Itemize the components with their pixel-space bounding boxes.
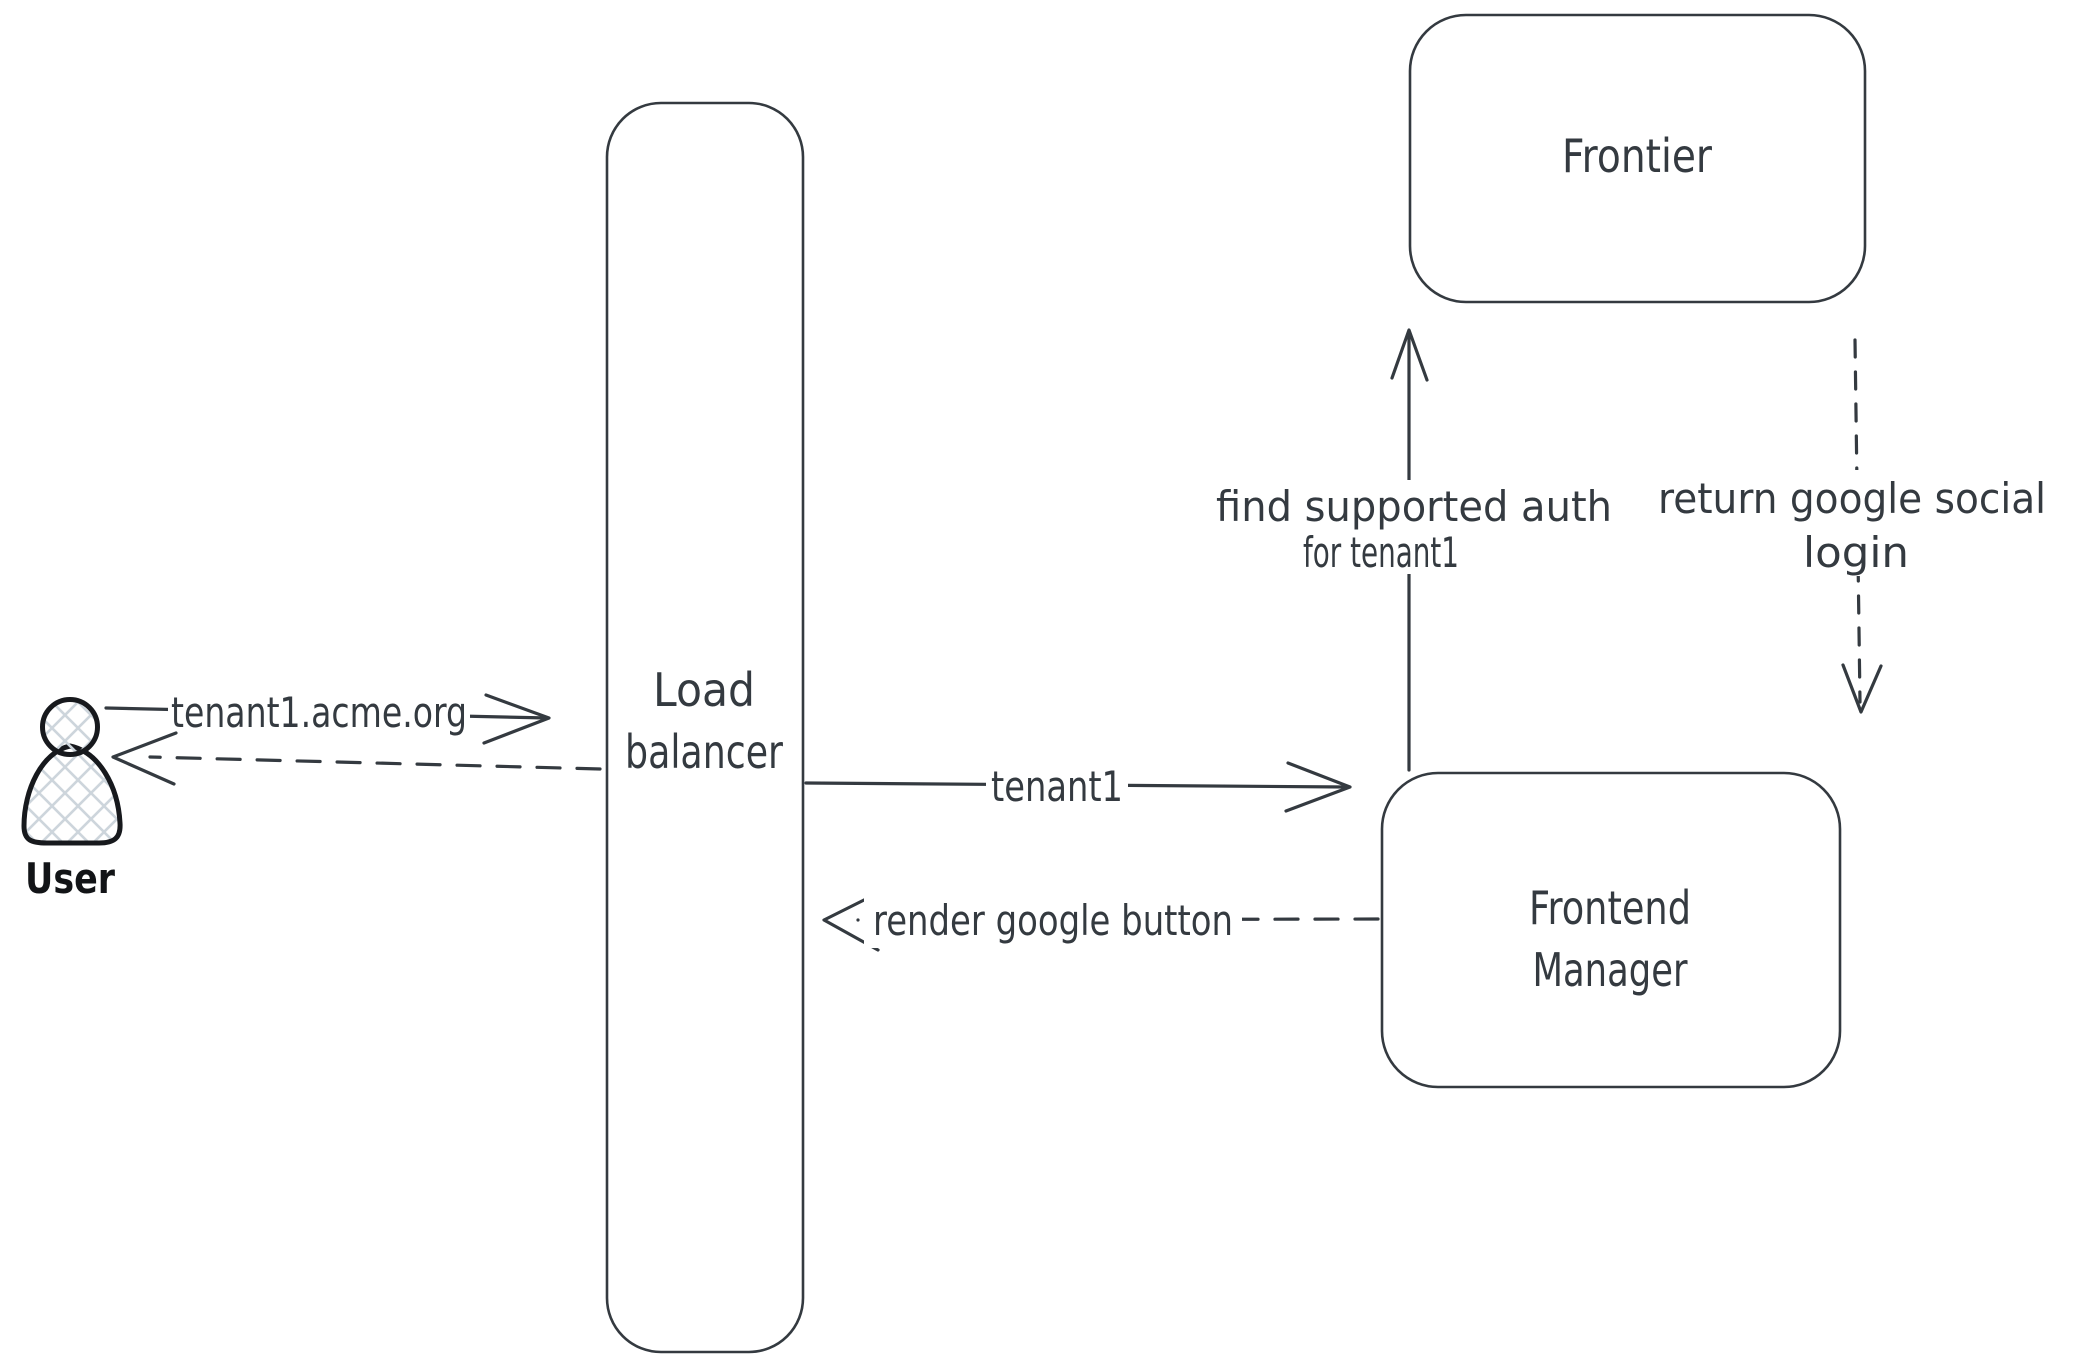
edge-line: [148, 755, 602, 771]
frontier-node: Frontier: [1408, 13, 1867, 304]
arrowhead-up-icon: [1390, 328, 1429, 382]
user-head-icon: [40, 697, 100, 757]
user-node: User: [21, 697, 123, 903]
user-body-icon: [21, 743, 123, 846]
edge-label-bg: [986, 757, 1128, 811]
edge-frontend-manager-to-frontier: find supported auth for tenant1: [1208, 328, 1618, 772]
edge-user-to-load-balancer: tenant1.acme.org: [104, 680, 551, 745]
arrowhead-left-icon: [111, 731, 178, 786]
edge-line: [1853, 338, 1862, 704]
arrowhead-right-icon: [1284, 761, 1352, 813]
edge-label-login: login: [1803, 528, 1909, 577]
edge-label-bg: [1652, 470, 2054, 524]
load-balancer-node: Load balancer: [605, 101, 805, 1354]
frontier-label: Frontier: [1562, 129, 1712, 183]
arrowhead-down-icon: [1841, 663, 1883, 714]
edge-load-balancer-to-user: [111, 731, 602, 786]
arrowhead-left-icon: [822, 890, 882, 952]
edge-load-balancer-to-frontend-manager: tenant1: [804, 757, 1352, 813]
edge-label-bg: [168, 680, 470, 736]
load-balancer-label-line1: Load: [653, 663, 755, 717]
frontend-manager-label-line2: Manager: [1533, 943, 1688, 997]
load-balancer-box: [605, 101, 805, 1354]
edge-frontend-manager-to-load-balancer: render google button: [822, 890, 1380, 952]
edge-label-find-supported-auth: find supported auth: [1216, 482, 1612, 531]
edge-label-bg: [1296, 530, 1466, 574]
edge-label-tenant1: tenant1: [991, 762, 1123, 811]
edge-label-return-google-social: return google social: [1658, 474, 2046, 523]
frontier-box: [1408, 13, 1867, 304]
load-balancer-label-line2: balancer: [625, 725, 783, 779]
edge-label-bg: [864, 890, 1242, 948]
frontend-manager-node: Frontend Manager: [1380, 771, 1842, 1089]
edge-label-tenant1-acme-org: tenant1.acme.org: [171, 688, 467, 737]
edge-label-bg: [1208, 480, 1618, 532]
arrowhead-right-icon: [482, 693, 551, 745]
edge-label-bg: [1793, 526, 1919, 576]
frontend-manager-label-line1: Frontend: [1529, 881, 1691, 935]
edge-label-render-google-button: render google button: [873, 896, 1233, 945]
edge-label-for-tenant1: for tenant1: [1303, 528, 1459, 577]
user-label: User: [25, 854, 115, 903]
edge-frontier-to-frontend-manager: return google social login: [1652, 338, 2054, 714]
frontend-manager-box: [1380, 771, 1842, 1089]
